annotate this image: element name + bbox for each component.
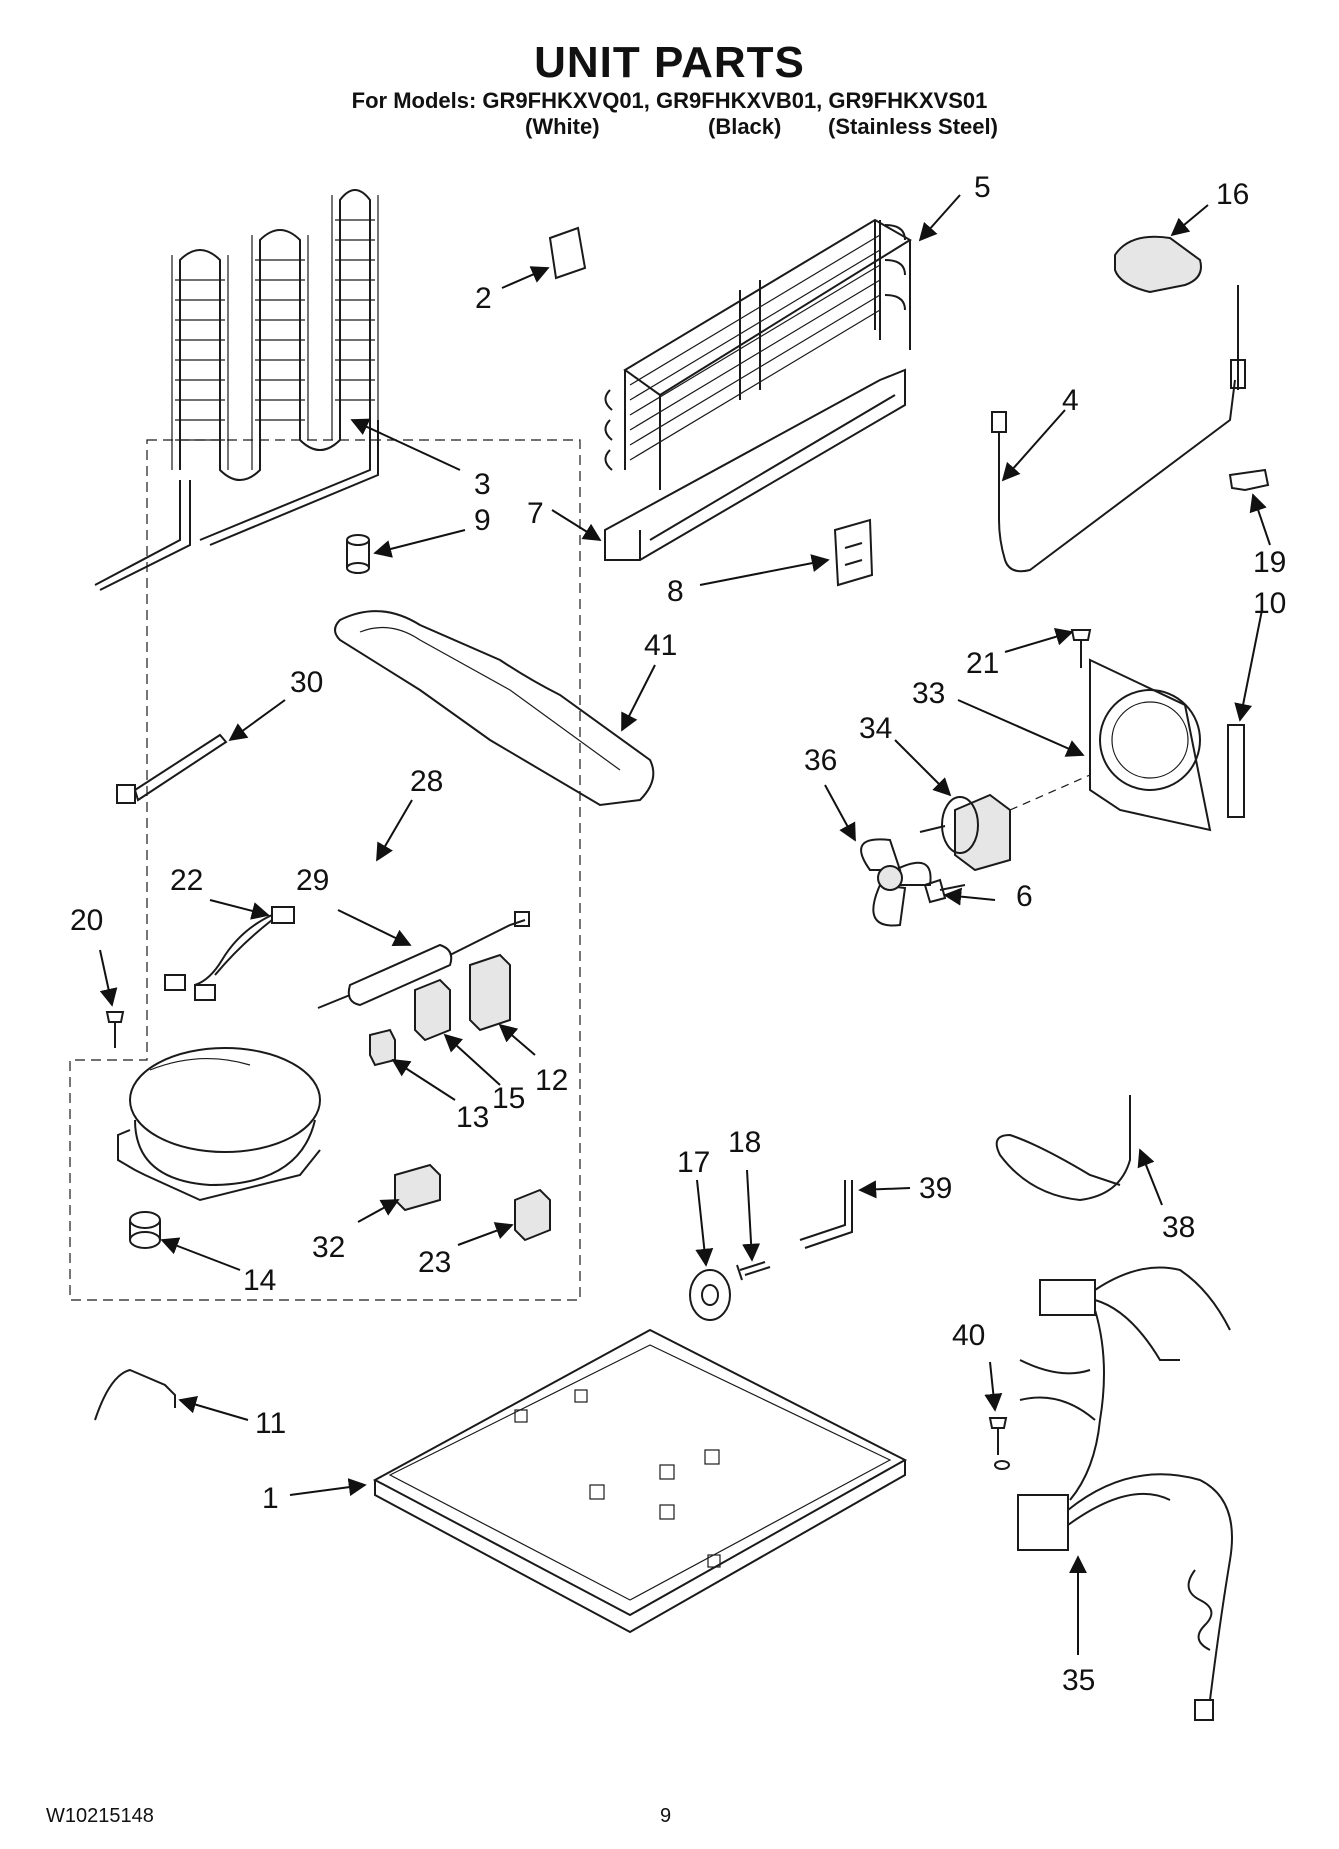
variant-white: (White) <box>525 114 600 139</box>
callout-22: 22 <box>170 864 203 897</box>
kit-28-boundary <box>69 439 581 1301</box>
variant-stainless: (Stainless Steel) <box>828 114 998 139</box>
callout-2: 2 <box>475 282 492 315</box>
callout-5: 5 <box>974 171 991 204</box>
callout-12: 12 <box>535 1064 568 1097</box>
callout-34: 34 <box>859 712 892 745</box>
clip-illustration <box>833 518 874 587</box>
cylinder-part-illustration <box>346 534 370 574</box>
callout-30: 30 <box>290 666 323 699</box>
page-title: UNIT PARTS <box>534 38 805 87</box>
callout-19: 19 <box>1253 546 1286 579</box>
callout-7: 7 <box>527 497 544 530</box>
label-part-illustration <box>548 226 587 280</box>
fan-shroud-illustration <box>1089 658 1212 832</box>
callout-13: 13 <box>456 1101 489 1134</box>
screw-40-illustration <box>988 1417 1008 1455</box>
screw-21-illustration <box>1070 629 1092 668</box>
callout-32: 32 <box>312 1231 345 1264</box>
callout-8: 8 <box>667 575 684 608</box>
callout-3: 3 <box>474 468 491 501</box>
callout-18: 18 <box>728 1126 761 1159</box>
callout-1: 1 <box>262 1482 279 1515</box>
terminal-clip-illustration <box>369 1028 396 1067</box>
callout-leaders <box>99 194 1271 1655</box>
overload-protector-illustration <box>469 953 511 1032</box>
axle-pin-illustration <box>736 1261 771 1281</box>
callout-9: 9 <box>474 504 491 537</box>
document-number: W10215148 <box>46 1805 154 1827</box>
callout-numbers: 2 3 9 7 8 5 16 4 19 10 21 33 34 36 6 41 … <box>70 171 1286 1697</box>
main-harness-illustration <box>1017 1266 1233 1721</box>
relay-harness-illustration <box>164 906 295 1001</box>
fan-motor-illustration <box>919 774 1091 872</box>
callout-11: 11 <box>255 1407 286 1440</box>
compressor-illustration <box>117 1047 321 1202</box>
callout-21: 21 <box>966 647 999 680</box>
callout-35: 35 <box>1062 1664 1095 1697</box>
models-line: For Models: GR9FHKXVQ01, GR9FHKXVB01, GR… <box>351 88 988 113</box>
cable-tie-illustration <box>116 733 228 804</box>
callout-14: 14 <box>243 1264 276 1297</box>
drain-trough-illustration <box>604 368 906 561</box>
connector-23-illustration <box>514 1188 551 1242</box>
callout-20: 20 <box>70 904 103 937</box>
callout-6: 6 <box>1016 880 1033 913</box>
fan-blade-illustration <box>860 838 932 927</box>
tube-39-illustration <box>799 1180 853 1249</box>
bracket-illustration <box>1228 468 1270 492</box>
sensor-wire-illustration <box>991 285 1246 573</box>
washer-40-illustration <box>994 1460 1010 1470</box>
callout-10: 10 <box>1253 587 1286 620</box>
callout-4: 4 <box>1062 384 1079 417</box>
callout-39: 39 <box>919 1172 952 1205</box>
drain-pan-illustration <box>334 610 655 807</box>
gasket-strip-illustration <box>1227 724 1245 818</box>
cap-illustration <box>1114 235 1202 294</box>
base-frame-illustration <box>372 1328 908 1634</box>
screw-20-illustration <box>105 1011 125 1048</box>
screw-6-illustration <box>923 878 966 904</box>
callout-17: 17 <box>677 1146 710 1179</box>
callout-40: 40 <box>952 1319 985 1352</box>
condenser-coil-illustration <box>94 189 379 591</box>
callout-33: 33 <box>912 677 945 710</box>
hose-38-illustration <box>995 1095 1131 1202</box>
callout-15: 15 <box>492 1082 525 1115</box>
page-number: 9 <box>660 1805 672 1827</box>
wire-clip-11-illustration <box>94 1368 176 1421</box>
callout-41: 41 <box>644 629 677 662</box>
callout-36: 36 <box>804 744 837 777</box>
callout-23: 23 <box>418 1246 451 1279</box>
grommet-illustration <box>129 1211 161 1249</box>
variant-black: (Black) <box>708 114 782 139</box>
filter-drier-illustration <box>317 911 530 1009</box>
callout-29: 29 <box>296 864 329 897</box>
callout-16: 16 <box>1216 178 1249 211</box>
roller-illustration <box>689 1269 731 1321</box>
evaporator-illustration <box>604 218 912 490</box>
callout-38: 38 <box>1162 1211 1195 1244</box>
callout-28: 28 <box>410 765 443 798</box>
start-relay-illustration <box>414 978 451 1042</box>
capacitor-illustration <box>394 1163 441 1212</box>
